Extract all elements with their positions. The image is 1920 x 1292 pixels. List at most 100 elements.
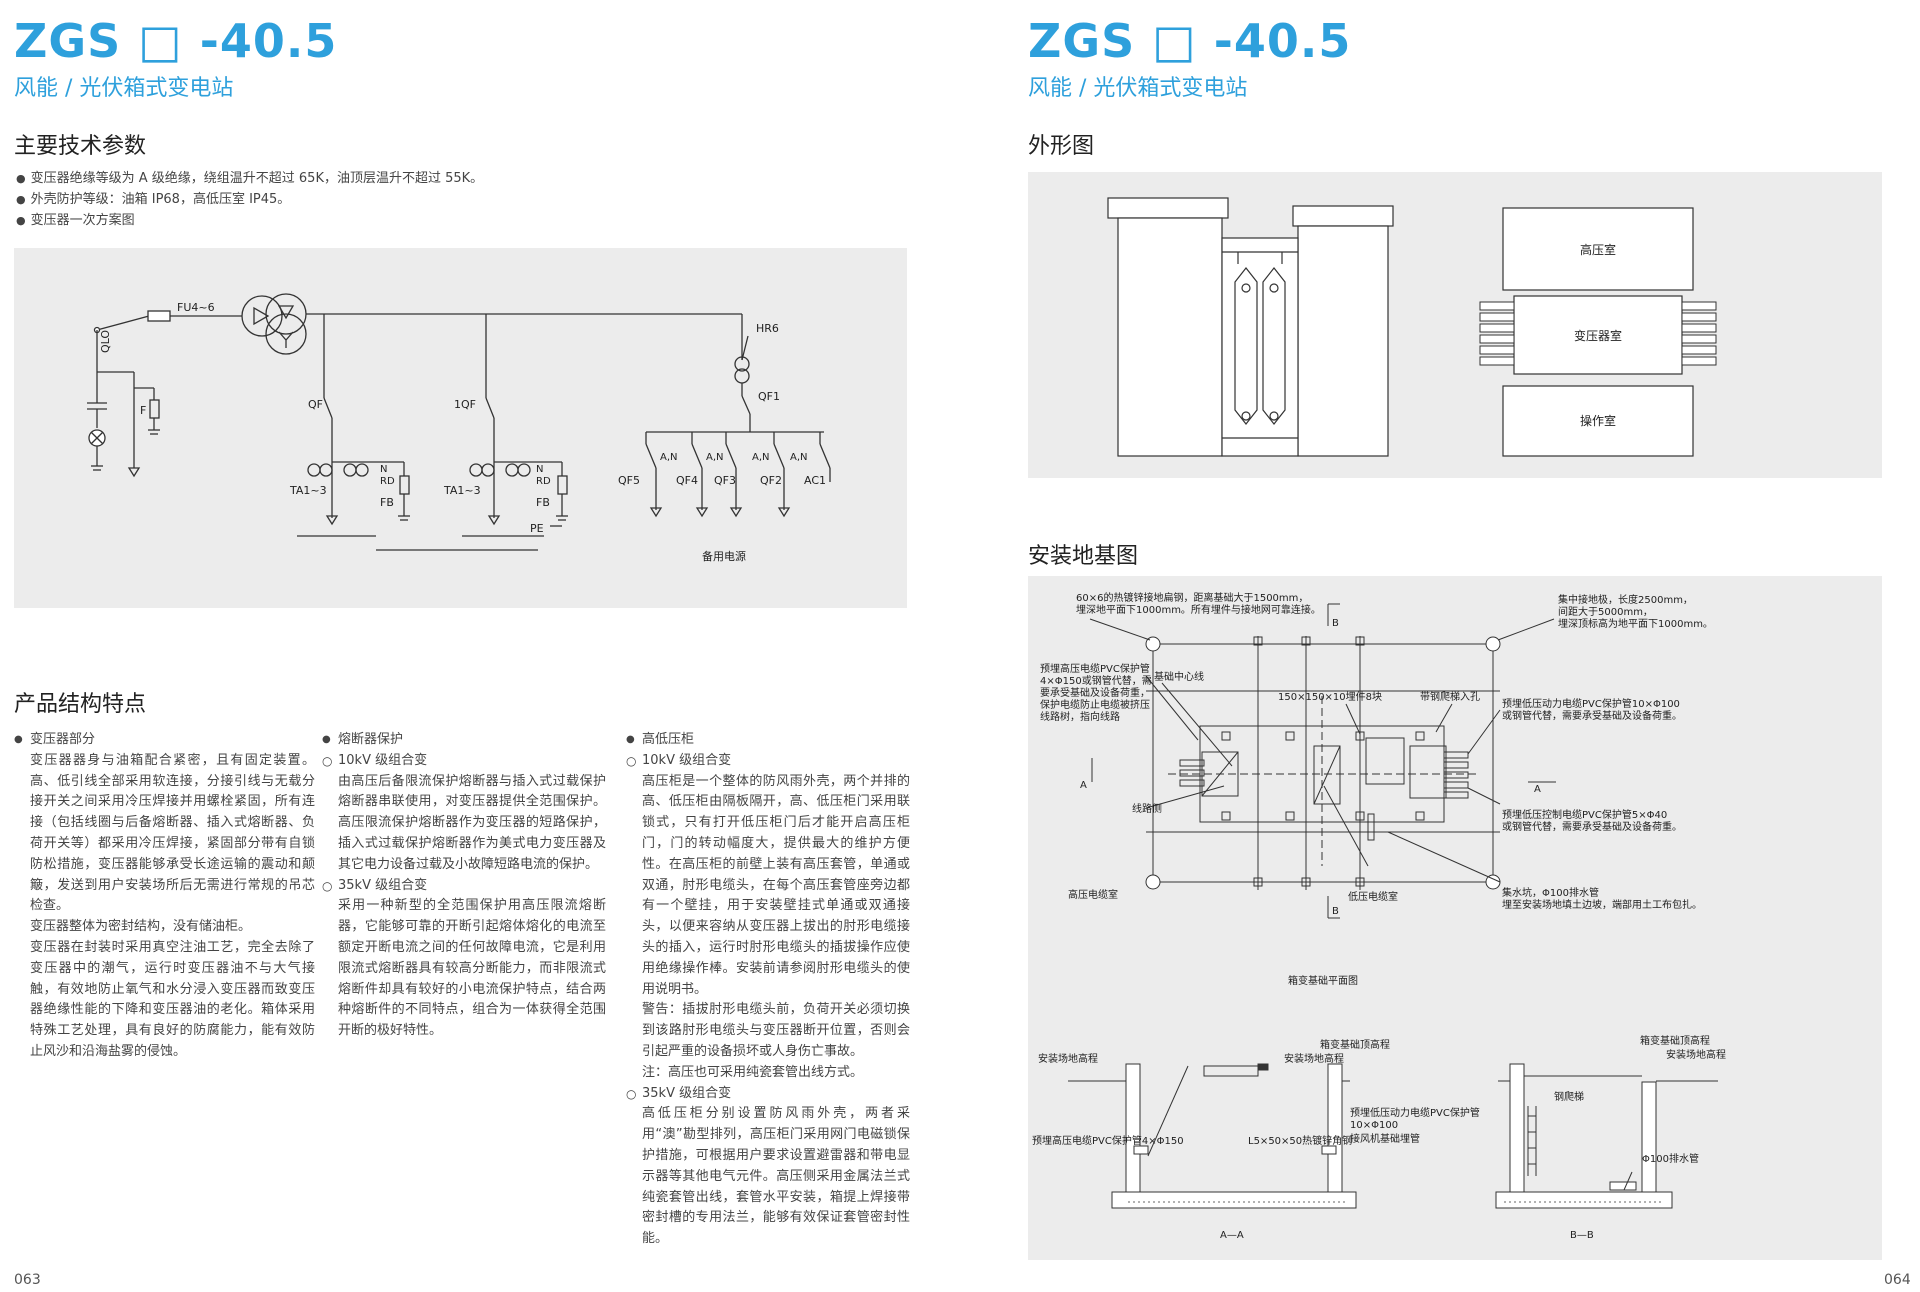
site-level-label: 安装场地高程 bbox=[1038, 1052, 1098, 1065]
col-paragraph: 高压柜是一个整体的防风雨外壳，两个并排的高、低压柜由隔板隔开，高、低压柜门采用联… bbox=[642, 773, 910, 997]
fu-label: FU4~6 bbox=[177, 301, 215, 314]
note-sump: 集水坑，Φ100排水管 bbox=[1502, 886, 1599, 899]
top-level-label: 箱变基础顶高程 bbox=[1640, 1034, 1710, 1047]
lv-pipe-section-label: 预埋低压动力电缆PVC保护管 bbox=[1350, 1106, 1480, 1119]
left-page: ZGS □ -40.5 风能 / 光伏箱式变电站 主要技术参数 变压器绝缘等级为… bbox=[0, 0, 960, 1292]
note-lv-power-pipe: 或钢管代替，需要承受基础及设备荷重。 bbox=[1502, 709, 1682, 722]
site-level-label: 安装场地高程 bbox=[1666, 1048, 1726, 1061]
rd-label: RD bbox=[380, 476, 395, 487]
section-bb-caption: B—B bbox=[1570, 1230, 1594, 1241]
qf1-label: QF1 bbox=[758, 390, 780, 403]
note-hv-pipe: 预埋高压电缆PVC保护管 bbox=[1040, 662, 1150, 675]
features-title: 产品结构特点 bbox=[14, 692, 147, 717]
top-level-label: 箱变基础顶高程 bbox=[1320, 1038, 1390, 1051]
outline-drawing: 高压室 变压器室 操作室 bbox=[1107, 197, 1717, 457]
ladder-hole-label: 带钢爬梯入孔 bbox=[1420, 690, 1480, 703]
col-paragraph: 注：高压也可采用纯瓷套管出线方式。 bbox=[642, 1064, 864, 1080]
lv-cable-room-label: 低压电缆室 bbox=[1348, 890, 1398, 903]
bullet-item: 变压器一次方案图 bbox=[16, 210, 483, 231]
tech-bullets: 变压器绝缘等级为 A 级绝缘，绕组温升不超过 65K，油顶层温升不超过 55K。… bbox=[16, 168, 484, 231]
site-level-label: 安装场地高程 bbox=[1284, 1052, 1344, 1065]
features-col-fuse: 熔断器保护 10kV 级组合变 由高压后备限流保护熔断器与插入式过载保护熔断器串… bbox=[322, 730, 606, 1042]
ac1-label: AC1 bbox=[804, 474, 826, 487]
note-hv-pipe: 保护电缆防止电缆被挤压 bbox=[1040, 698, 1150, 711]
bullet-item: 变压器绝缘等级为 A 级绝缘，绕组温升不超过 65K，油顶层温升不超过 55K。 bbox=[16, 168, 484, 189]
features-col-cabinet: 高低压柜 10kV 级组合变 高压柜是一个整体的防风雨外壳，两个并排的高、低压柜… bbox=[626, 730, 910, 1250]
hv-room-label: 高压室 bbox=[1580, 242, 1616, 257]
n-label: N bbox=[536, 464, 543, 475]
qf4-label: QF4 bbox=[676, 474, 698, 487]
col-heading: 高低压柜 bbox=[626, 730, 910, 751]
qf-label: QF bbox=[308, 398, 323, 411]
1qf-label: 1QF bbox=[454, 398, 476, 411]
f-label: F bbox=[140, 404, 146, 417]
an-label: A,N bbox=[660, 452, 678, 463]
note-lv-control-pipe: 预埋低压控制电缆PVC保护管5×Φ40 bbox=[1502, 808, 1667, 821]
plan-caption: 箱变基础平面图 bbox=[1288, 974, 1358, 987]
n-label: N bbox=[380, 464, 387, 475]
note-ground-strip: 60×6的热镀锌接地扁钢，距离基础大于1500mm， bbox=[1076, 591, 1308, 604]
note-ground-electrode: 埋深顶标高为地平面下1000mm。 bbox=[1558, 617, 1713, 630]
note-ground-strip: 埋深地平面下1000mm。所有埋件与接地网可靠连接。 bbox=[1076, 603, 1321, 616]
note-hv-pipe: 线路树，指向线路 bbox=[1040, 710, 1120, 723]
angle-steel-label: L5×50×50热镀锌角钢 bbox=[1248, 1134, 1352, 1147]
col-subheading: 35kV 级组合变 bbox=[322, 876, 606, 897]
col-subheading: 10kV 级组合变 bbox=[626, 751, 910, 772]
note-ground-electrode: 集中接地极，长度2500mm， bbox=[1558, 593, 1693, 606]
col-heading: 熔断器保护 bbox=[322, 730, 606, 751]
ta-label: TA1~3 bbox=[289, 484, 327, 497]
note-hv-pipe: 要承受基础及设备荷重， bbox=[1040, 686, 1150, 699]
transformer-room-label: 变压器室 bbox=[1574, 328, 1622, 343]
bullet-item: 外壳防护等级：油箱 IP68，高低压室 IP45。 bbox=[16, 189, 483, 210]
an-label: A,N bbox=[752, 452, 770, 463]
section-a-marker: A bbox=[1534, 784, 1541, 795]
foundation-title: 安装地基图 bbox=[1028, 544, 1139, 569]
foundation-drawing: 60×6的热镀锌接地扁钢，距离基础大于1500mm， 埋深地平面下1000mm。… bbox=[1032, 591, 1726, 1241]
pe-label: PE bbox=[530, 522, 544, 535]
col-paragraph: 变压器在封装时采用真空注油工艺，完全去除了变压器中的潮气，运行时变压器油不与大气… bbox=[30, 939, 315, 1059]
hv-cable-room-label: 高压电缆室 bbox=[1068, 888, 1118, 901]
qf3-label: QF3 bbox=[714, 474, 736, 487]
col-paragraph: 警告：插拔肘形电缆头前，负荷开关必须切换到该路肘形电缆头与变压器断开位置，否则会… bbox=[642, 1002, 910, 1059]
col-subheading: 10kV 级组合变 bbox=[322, 751, 606, 772]
col-paragraph: 变压器整体为密封结构，没有储油柜。 bbox=[30, 919, 252, 935]
fan-pipe-label: 接风机基础埋管 bbox=[1350, 1132, 1420, 1145]
section-a-marker: A bbox=[1080, 780, 1087, 791]
schematic-panel: FU4~6 QLO F QF 1QF TA1~3 TA1~3 N RD FB N… bbox=[14, 248, 907, 608]
embed-label: 150×150×10埋件8块 bbox=[1278, 691, 1382, 703]
note-hv-pipe: 4×Φ150或钢管代替，需 bbox=[1040, 674, 1152, 687]
operation-room-label: 操作室 bbox=[1580, 413, 1616, 428]
hr6-label: HR6 bbox=[756, 322, 779, 335]
line-side-label: 线路侧 bbox=[1132, 802, 1162, 815]
col-paragraph: 高低压柜分别设置防风雨外壳，两者采用“澳”勘型排列，高压柜门采用网门电磁锁保护措… bbox=[642, 1106, 910, 1247]
foundation-panel: 60×6的热镀锌接地扁钢，距离基础大于1500mm， 埋深地平面下1000mm。… bbox=[1028, 576, 1882, 1260]
section-aa-caption: A—A bbox=[1220, 1230, 1244, 1241]
col-paragraph: 由高压后备限流保护熔断器与插入式过载保护熔断器串联使用，对变压器提供全范围保护。… bbox=[338, 773, 606, 872]
hv-pipe-section-label: 预埋高压电缆PVC保护管4×Φ150 bbox=[1032, 1134, 1184, 1147]
an-label: A,N bbox=[706, 452, 724, 463]
product-model: ZGS □ -40.5 bbox=[14, 14, 338, 68]
ta-label: TA1~3 bbox=[443, 484, 481, 497]
section-b-marker: B bbox=[1332, 618, 1339, 629]
outline-title: 外形图 bbox=[1028, 134, 1095, 159]
note-lv-control-pipe: 或钢管代替，需要承受基础及设备荷重。 bbox=[1502, 820, 1682, 833]
qlo-label: QLO bbox=[99, 330, 112, 353]
transformer-schematic: FU4~6 QLO F QF 1QF TA1~3 TA1~3 N RD FB N… bbox=[87, 293, 831, 563]
rd-label: RD bbox=[536, 476, 551, 487]
note-sump: 埋至安装场地填土边坡，端部用土工布包扎。 bbox=[1502, 898, 1702, 911]
col-subheading: 35kV 级组合变 bbox=[626, 1084, 910, 1105]
backup-power-label: 备用电源 bbox=[702, 549, 746, 563]
product-subtitle: 风能 / 光伏箱式变电站 bbox=[1028, 76, 1248, 101]
page-number: 064 bbox=[1884, 1272, 1911, 1288]
tech-params-title: 主要技术参数 bbox=[14, 134, 147, 159]
an-label: A,N bbox=[790, 452, 808, 463]
product-model: ZGS □ -40.5 bbox=[1028, 14, 1352, 68]
col-paragraph: 变压器器身与油箱配合紧密，且有固定装置。高、低引线全部采用软连接，分接引线与无载… bbox=[30, 752, 315, 914]
features-col-transformer: 变压器部分 变压器器身与油箱配合紧密，且有固定装置。高、低引线全部采用软连接，分… bbox=[14, 730, 315, 1063]
drain-pipe-label: Φ100排水管 bbox=[1642, 1152, 1699, 1165]
outline-panel: 高压室 变压器室 操作室 bbox=[1028, 172, 1882, 478]
steel-ladder-label: 钢爬梯 bbox=[1554, 1090, 1584, 1103]
qf5-label: QF5 bbox=[618, 474, 640, 487]
col-heading: 变压器部分 bbox=[14, 730, 315, 751]
col-paragraph: 采用一种新型的全范围保护用高压限流熔断器，它能够可靠的开断引起熔体熔化的电流至额… bbox=[338, 898, 606, 1039]
